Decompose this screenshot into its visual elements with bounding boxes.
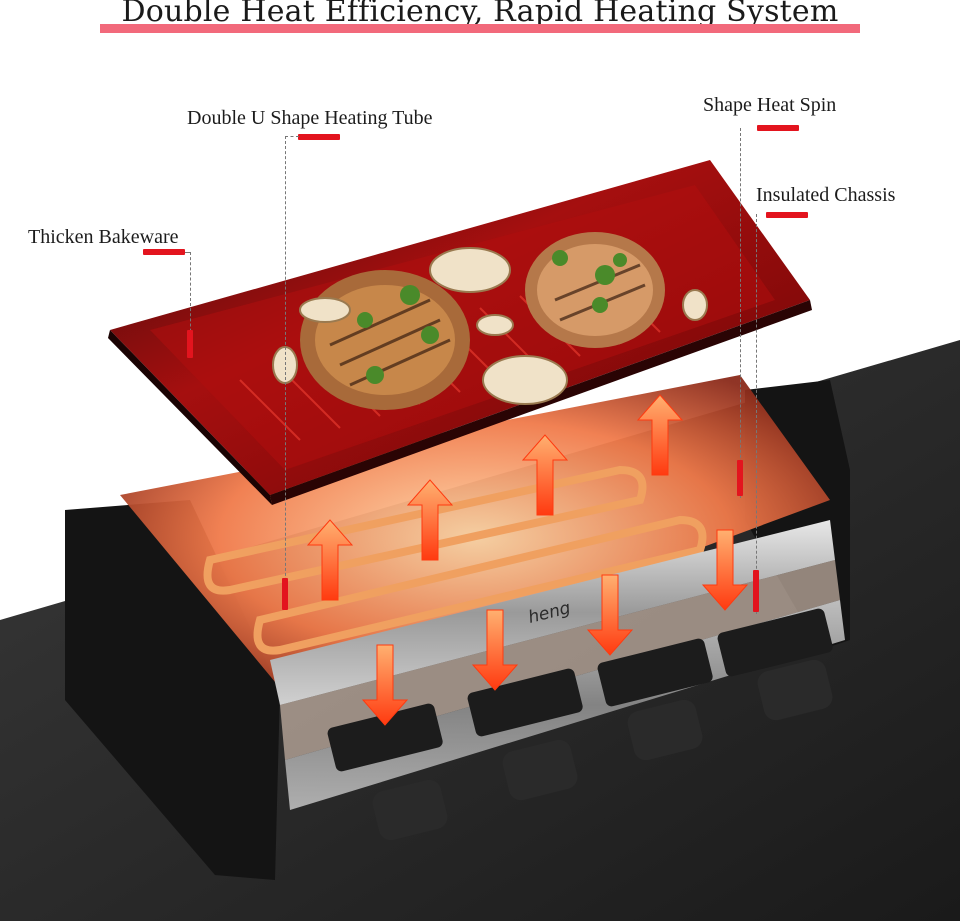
leader-chassis	[756, 214, 757, 614]
grilled-meat	[300, 232, 665, 410]
label-double-u-tube: Double U Shape Heating Tube	[187, 107, 433, 129]
leader-double-u-tube	[285, 136, 286, 606]
label-bakeware: Thicken Bakeware	[28, 226, 179, 248]
marker-double-u-tube	[282, 578, 288, 610]
leader-bakeware	[190, 252, 191, 352]
leader-double-u-tube-h	[285, 136, 299, 137]
leader-bakeware-h	[185, 252, 191, 253]
raclette-trays	[327, 608, 833, 772]
label-heat-spin: Shape Heat Spin	[703, 94, 837, 116]
steel-front-panel	[270, 520, 835, 705]
marker-heat-spin	[737, 460, 743, 496]
marker-bakeware	[187, 330, 193, 358]
heat-arrow-icon	[306, 394, 749, 726]
leader-heat-spin	[740, 128, 741, 498]
grilled-onions	[272, 247, 708, 405]
heating-tube	[203, 465, 707, 655]
marker-chassis	[753, 570, 759, 612]
headline-underline	[100, 24, 860, 33]
tick-double-u-tube	[298, 134, 340, 140]
tick-bakeware	[143, 249, 185, 255]
tick-heat-spin	[757, 125, 799, 131]
label-chassis: Insulated Chassis	[756, 184, 896, 206]
tick-chassis	[766, 212, 808, 218]
tray-handles	[372, 659, 833, 841]
